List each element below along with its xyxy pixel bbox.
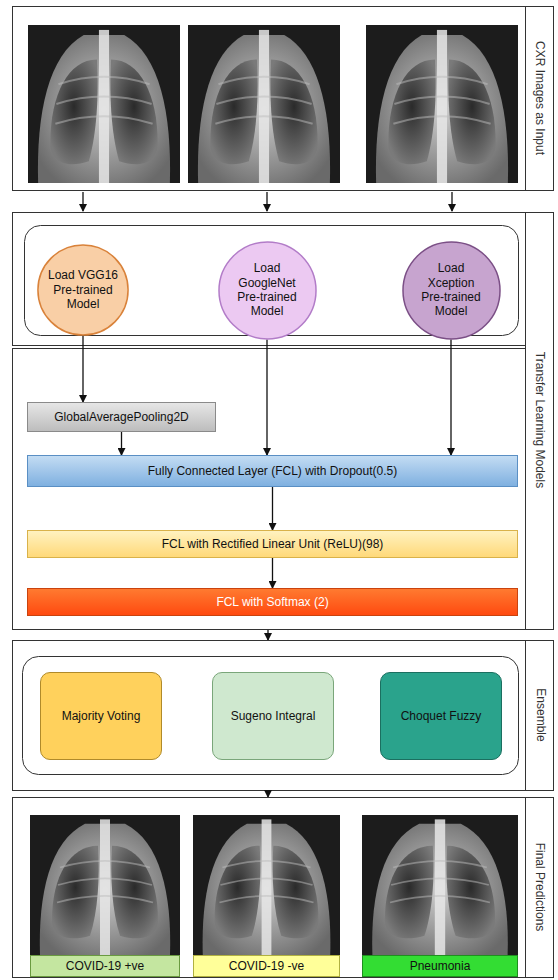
flow-arrow [450, 340, 451, 456]
layer-box: Fully Connected Layer (FCL) with Dropout… [27, 455, 518, 487]
flow-arrow [272, 487, 273, 530]
node-text: Sugeno Integral [231, 709, 316, 723]
flow-arrow [266, 340, 267, 456]
layer-box: COVID-19 +ve [30, 955, 180, 977]
model-circle: Load Xception Pre-trained Model [402, 241, 501, 340]
node-text: Load VGG16 Pre-trained Model [47, 268, 119, 311]
node-text: Fully Connected Layer (FCL) with Dropout… [148, 464, 397, 478]
flow-arrow [82, 336, 83, 402]
model-circle: Load GoogleNet Pre-trained Model [218, 241, 317, 340]
layer-box: FCL with Rectified Linear Unit (ReLU)(98… [27, 530, 518, 558]
layer-box: GlobalAveragePooling2D [27, 402, 216, 432]
node-text: FCL with Rectified Linear Unit (ReLU)(98… [162, 537, 384, 551]
node-text: Load GoogleNet Pre-trained Model [231, 261, 303, 319]
layer-box: Sugeno Integral [212, 672, 334, 760]
node-text: COVID-19 +ve [66, 959, 144, 973]
node-text: Majority Voting [62, 709, 141, 723]
flow-arrow [121, 432, 122, 455]
layer-box: Majority Voting [40, 672, 162, 760]
section-label: Ensemble [533, 688, 547, 741]
node-text: Pneumonia [410, 959, 471, 973]
node-text: Load Xception Pre-trained Model [415, 261, 487, 319]
node-text: Choquet Fuzzy [401, 709, 482, 723]
section-label: CXR Images as Input [533, 41, 547, 155]
flow-arrow [272, 558, 273, 588]
layer-box: FCL with Softmax (2) [27, 588, 518, 616]
section-label: Transfer Learning Models [533, 352, 547, 488]
node-text: FCL with Softmax (2) [216, 595, 328, 609]
layer-box: Choquet Fuzzy [380, 672, 502, 760]
model-circle: Load VGG16 Pre-trained Model [37, 244, 129, 336]
section-label: Final Predictions [533, 843, 547, 932]
layer-box: COVID-19 -ve [193, 955, 340, 977]
node-text: GlobalAveragePooling2D [54, 410, 189, 424]
layer-box: Pneumonia [362, 955, 518, 977]
node-text: COVID-19 -ve [229, 959, 304, 973]
